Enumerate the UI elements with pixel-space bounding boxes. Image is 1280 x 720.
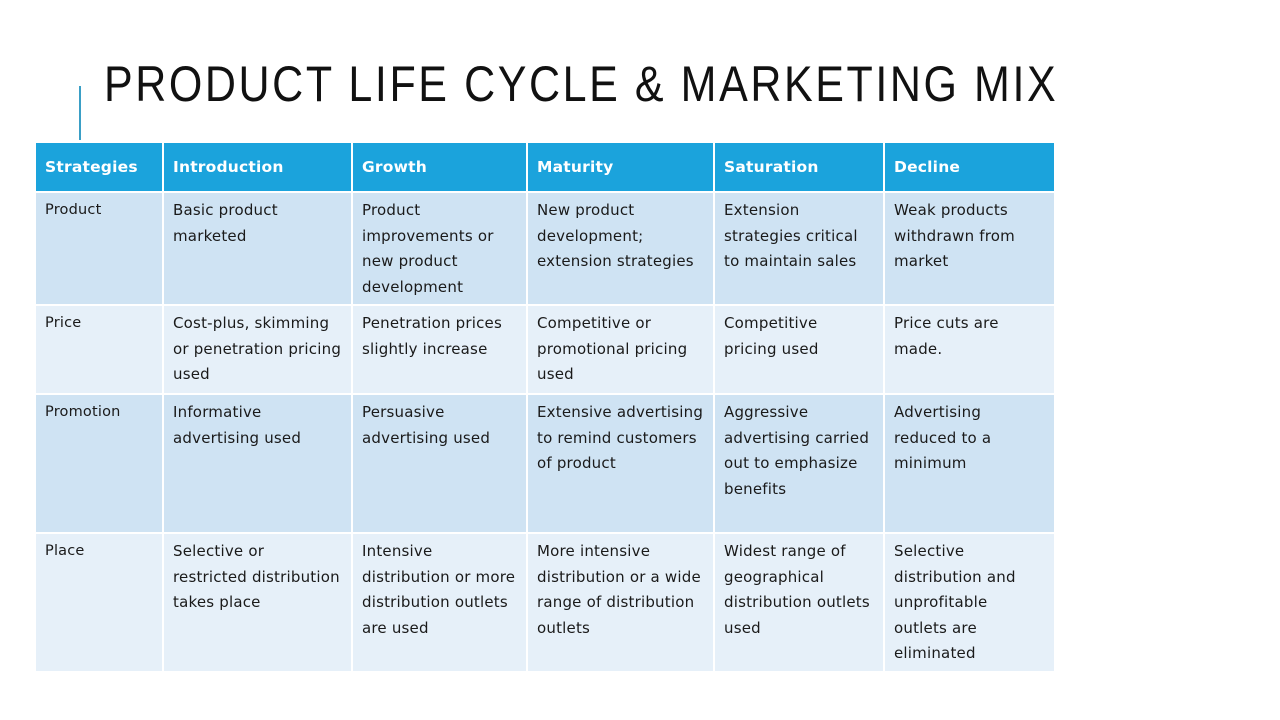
table-cell: Weak products withdrawn from market bbox=[883, 191, 1056, 306]
row-label-promotion: Promotion bbox=[34, 393, 164, 534]
table-cell: Basic product marketed bbox=[162, 191, 353, 306]
table-cell: Aggressive advertising carried out to em… bbox=[713, 393, 885, 534]
table-row-place: Place Selective or restricted distributi… bbox=[34, 532, 1056, 673]
table-row-price: Price Cost-plus, skimming or penetration… bbox=[34, 304, 1056, 395]
marketing-mix-table: Strategies Introduction Growth Maturity … bbox=[34, 141, 1056, 673]
header-decline: Decline bbox=[883, 141, 1056, 193]
table-row-product: Product Basic product marketed Product i… bbox=[34, 191, 1056, 306]
table-cell: More intensive distribution or a wide ra… bbox=[526, 532, 715, 673]
table-cell: Intensive distribution or more distribut… bbox=[351, 532, 528, 673]
table-cell: Price cuts are made. bbox=[883, 304, 1056, 395]
table-cell: Widest range of geographical distributio… bbox=[713, 532, 885, 673]
row-label-place: Place bbox=[34, 532, 164, 673]
table-cell: Competitive or promotional pricing used bbox=[526, 304, 715, 395]
header-growth: Growth bbox=[351, 141, 528, 193]
title-accent-line bbox=[79, 86, 81, 140]
table-cell: Extensive advertising to remind customer… bbox=[526, 393, 715, 534]
table-cell: Selective or restricted distribution tak… bbox=[162, 532, 353, 673]
header-strategies: Strategies bbox=[34, 141, 164, 193]
table-row-promotion: Promotion Informative advertising used P… bbox=[34, 393, 1056, 534]
header-saturation: Saturation bbox=[713, 141, 885, 193]
row-label-product: Product bbox=[34, 191, 164, 306]
table-cell: Extension strategies critical to maintai… bbox=[713, 191, 885, 306]
table-cell: Informative advertising used bbox=[162, 393, 353, 534]
row-label-price: Price bbox=[34, 304, 164, 395]
table-cell: Selective distribution and unprofitable … bbox=[883, 532, 1056, 673]
header-introduction: Introduction bbox=[162, 141, 353, 193]
table-cell: Cost-plus, skimming or penetration prici… bbox=[162, 304, 353, 395]
header-maturity: Maturity bbox=[526, 141, 715, 193]
table-cell: New product development; extension strat… bbox=[526, 191, 715, 306]
table-cell: Penetration prices slightly increase bbox=[351, 304, 528, 395]
table-cell: Product improvements or new product deve… bbox=[351, 191, 528, 306]
table-header-row: Strategies Introduction Growth Maturity … bbox=[34, 141, 1056, 193]
table-cell: Competitive pricing used bbox=[713, 304, 885, 395]
table-cell: Persuasive advertising used bbox=[351, 393, 528, 534]
slide-title: PRODUCT LIFE CYCLE & MARKETING MIX bbox=[104, 56, 1059, 112]
marketing-mix-table-container: Strategies Introduction Growth Maturity … bbox=[34, 141, 1056, 673]
table-cell: Advertising reduced to a minimum bbox=[883, 393, 1056, 534]
